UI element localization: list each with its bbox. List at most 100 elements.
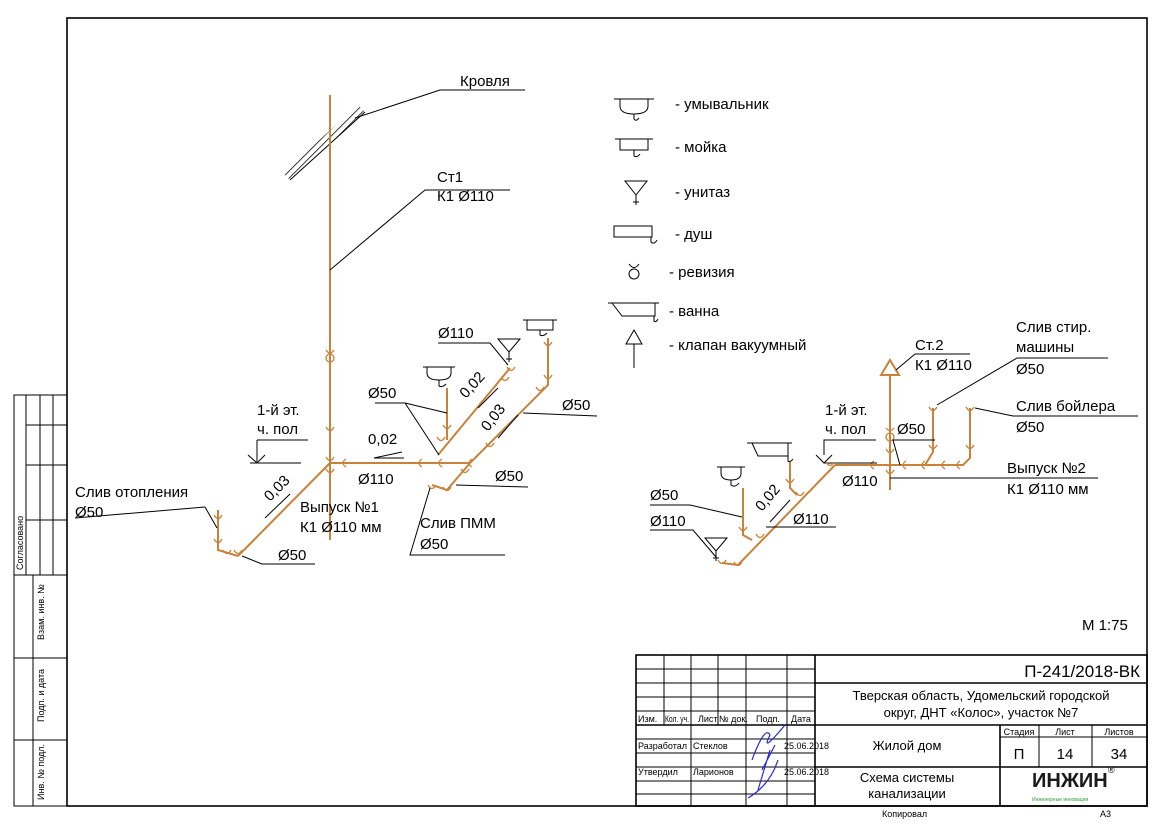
company-logo: ИНЖИН (1032, 770, 1108, 792)
sheet-label: Лист (1055, 727, 1075, 737)
developed-role: Разработал (638, 741, 687, 751)
toilet-icon (623, 180, 649, 205)
toilet-fixture (496, 338, 522, 362)
dia-diag-r: Ø110 (793, 511, 829, 528)
hdr-sign: Подп. (756, 714, 780, 724)
slope-toilet: 0,02 (456, 369, 488, 402)
floor-label-r1: 1-й эт. (825, 402, 868, 419)
heating-drain-dia: Ø50 (75, 504, 103, 521)
hdr-list: Лист (698, 714, 718, 724)
developed-name: Стеклов (693, 741, 728, 751)
doc-code: П-241/2018-ВК (1024, 662, 1140, 681)
boiler-dia: Ø50 (1016, 419, 1044, 436)
floor-label-r2: ч. пол (825, 421, 866, 438)
outlet-1-spec: К1 Ø110 мм (300, 519, 382, 536)
wm-label-2: машины (1016, 339, 1074, 356)
toilet-fixture-r (703, 537, 729, 561)
copied-label: Копировал (882, 809, 927, 819)
registered-mark: ® (1108, 765, 1115, 775)
approved-name: Ларионов (693, 767, 734, 777)
pmm-label: Слив ПММ (420, 515, 496, 532)
riser2-spec: К1 Ø110 (915, 357, 972, 374)
legend-washbasin: - умывальник (675, 96, 769, 113)
wm-dia: Ø50 (1016, 361, 1044, 378)
riser-spec: К1 Ø110 (437, 188, 494, 205)
revision-icon (628, 263, 640, 280)
legend-shower: - душ (675, 226, 712, 243)
vacuum-valve-icon (625, 328, 643, 368)
bath-fixture (747, 442, 794, 463)
dia-main-r: Ø110 (842, 473, 878, 490)
legend-toilet: - унитаз (675, 184, 730, 201)
riser-name: Ст1 (437, 169, 463, 186)
title-block: Изм. Кол. уч. Лист № док. Подп. Дата Раз… (635, 654, 1148, 819)
vacuum-valve-icon (879, 358, 901, 376)
roof-label: Кровля (460, 73, 510, 90)
roof-hatch (283, 105, 365, 180)
slope-r: 0,02 (752, 481, 784, 514)
outlet-2-name: Выпуск №2 (1007, 460, 1086, 477)
floor-mark (247, 439, 308, 464)
address-line-2: округ, ДНТ «Колос», участок №7 (884, 705, 1079, 720)
dia-main: Ø110 (358, 471, 394, 488)
dia-branch-r: Ø50 (897, 421, 925, 438)
hdr-kol: Кол. уч. (665, 714, 689, 724)
heating-drain-label: Слив отопления (75, 484, 188, 501)
stage-value: П (1014, 746, 1025, 763)
dia-bottom: Ø50 (278, 547, 306, 564)
hdr-izm: Изм. (638, 714, 657, 724)
right-scheme: Ст.2 К1 Ø110 Ø50 Слив стир. машины Ø50 С… (650, 319, 1138, 567)
legend-sink: - мойка (675, 139, 727, 156)
sign-date-label: Подп. и дата (36, 669, 46, 722)
shower-icon (613, 225, 658, 244)
pmm-dia: Ø50 (420, 536, 448, 553)
legend-bath: - ванна (669, 303, 720, 320)
drawing-title-1: Схема системы (860, 770, 954, 785)
legend: - умывальник - мойка - унитаз - душ - ре… (608, 96, 806, 368)
sink-fixture (523, 319, 557, 337)
hdr-doc: № док. (719, 714, 748, 724)
drawing-title-2: канализации (868, 786, 946, 801)
company-logo-sub: Инженерные инновации (1032, 797, 1088, 803)
sheets-value: 34 (1111, 746, 1128, 763)
washbasin-fixture-r (717, 466, 745, 487)
legend-vacuum-valve: - клапан вакуумный (669, 337, 806, 354)
stage-label: Стадия (1004, 727, 1035, 737)
bath-icon (608, 302, 659, 323)
signature (747, 724, 786, 799)
outlet-1-name: Выпуск №1 (300, 499, 379, 516)
riser2-name: Ст.2 (915, 337, 944, 354)
floor-label-1: 1-й эт. (257, 402, 300, 419)
side-stamp: Согласовано Взам. инв. № Подп. и дата Ин… (13, 394, 68, 807)
washbasin-icon (614, 98, 654, 121)
building-name: Жилой дом (873, 738, 942, 753)
approved-date: 25.06.2018 (784, 767, 829, 777)
format-label: А3 (1100, 809, 1111, 819)
developed-date: 25.06.2018 (784, 741, 829, 751)
sink-icon (615, 138, 653, 158)
sheets-label: Листов (1104, 727, 1133, 737)
hdr-date: Дата (791, 714, 811, 724)
agreed-label: Согласовано (15, 516, 25, 570)
boiler-label: Слив бойлера (1016, 398, 1116, 415)
slope-main: 0,02 (368, 431, 397, 448)
wm-label-1: Слив стир. (1016, 319, 1091, 336)
dia-basin: Ø50 (368, 385, 396, 402)
left-scheme: Кровля Ст1 К1 Ø110 0,02 Ø110 0,03 Выпуск… (74, 73, 598, 565)
scale-label: М 1:75 (1082, 617, 1128, 634)
dia-pmm-line: Ø50 (495, 468, 523, 485)
approved-role: Утвердил (638, 767, 678, 777)
slope-outlet: 0,03 (261, 472, 294, 505)
sheet-value: 14 (1057, 746, 1074, 763)
inv-orig-label: Инв. № подл. (36, 744, 46, 800)
floor-label-2: ч. пол (257, 421, 298, 438)
washbasin-fixture (423, 366, 455, 388)
inv-replace-label: Взам. инв. № (36, 584, 46, 640)
dia-basin-r: Ø50 (650, 487, 678, 504)
address-line-1: Тверская область, Удомельский городской (852, 688, 1109, 703)
dia-sink: Ø50 (562, 397, 590, 414)
dia-toilet: Ø110 (438, 325, 474, 342)
dia-toilet-r: Ø110 (650, 513, 686, 530)
revision-icon (325, 353, 335, 363)
